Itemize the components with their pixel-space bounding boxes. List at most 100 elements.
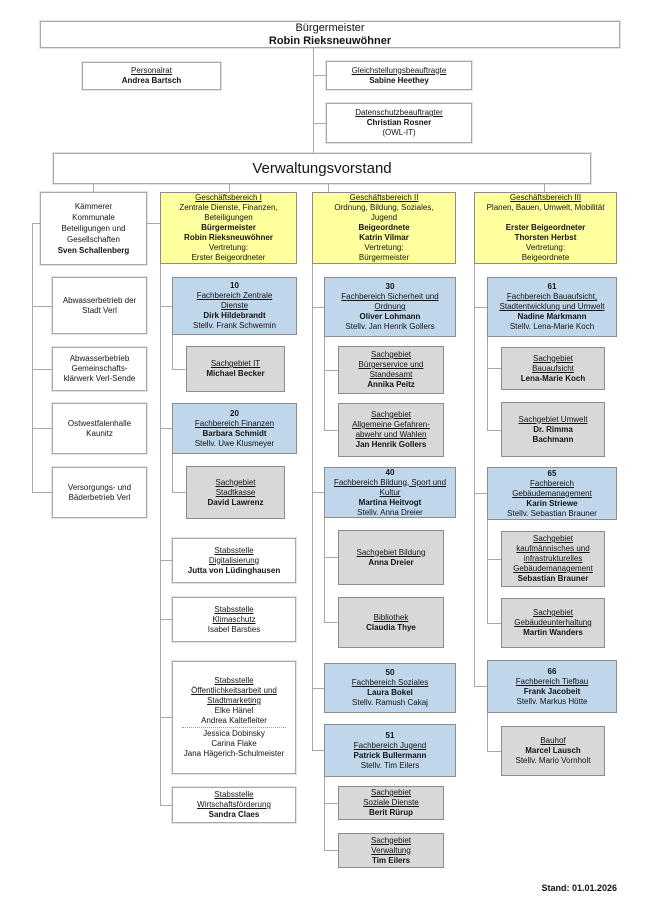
fb10-title1: Fachbereich Zentrale — [196, 291, 273, 300]
gleichstellung-title: Gleichstellungsbeauftragte — [351, 65, 447, 75]
connector-line — [474, 493, 487, 494]
st-digital-name: Jutta von Lüdinghausen — [187, 565, 281, 575]
connector-line — [324, 622, 338, 623]
box-datenschutzbeauftragter: Datenschutzbeauftragter Christian Rosner… — [326, 103, 472, 143]
sg-stadtkasse-title1: Sachgebiet — [215, 477, 256, 487]
box-fachbereich-66: 66 Fachbereich Tiefbau Frank Jacobeit St… — [487, 660, 617, 713]
fb66-num: 66 — [547, 666, 557, 676]
sg-buerger-title2: Bürgerservice und — [358, 360, 424, 369]
gb3-name: Thorsten Herbst — [514, 233, 577, 242]
fb30-title1: Fachbereich Sicherheit und — [341, 292, 439, 301]
connector-line — [487, 559, 501, 560]
fb40-stellv: Stellv. Anna Dreier — [357, 507, 423, 517]
connector-line — [312, 264, 313, 750]
box-geschaeftsbereich-3: Geschäftsbereich III Planen, Bauen, Umwe… — [474, 192, 617, 264]
gleichstellung-name: Sabine Heethey — [369, 75, 429, 85]
box-ostwestfalenhalle: Ostwestfalenhalle Kaunitz — [52, 403, 147, 454]
fb40-title2: Kultur — [379, 487, 401, 497]
fb30-name: Oliver Lohmann — [359, 312, 421, 321]
connector-line — [487, 368, 501, 369]
fb30-num: 30 — [385, 282, 395, 291]
fb65-num: 65 — [547, 468, 557, 478]
betrieb2-line2: Gemeinschafts- — [71, 364, 128, 373]
fb10-num: 10 — [230, 281, 239, 290]
connector-line — [160, 560, 172, 561]
sg-bildung-name: Anna Dreier — [368, 557, 414, 567]
fb65-name: Karin Striewe — [526, 498, 578, 508]
connector-line — [324, 777, 325, 850]
betrieb1-line2: Stadt Verl — [82, 305, 117, 315]
fb40-num: 40 — [385, 467, 395, 477]
personalrat-title: Personalrat — [131, 66, 172, 75]
st-digital-title2: Digitalisierung — [208, 555, 260, 565]
sg-bildung-title: Sachgebiet Bildung — [356, 547, 426, 557]
datenschutz-org: (OWL-IT) — [382, 128, 416, 137]
dotted-divider — [181, 727, 287, 728]
sg-umwelt-name2: Bachmann — [532, 434, 574, 444]
gb1-desc2: Beteiligungen — [204, 213, 253, 222]
bauhof-name: Marcel Lausch — [525, 746, 581, 755]
gb2-desc1: Ordnung, Bildung, Soziales, — [334, 203, 434, 212]
gb3-vertretung: Beigeordnete — [521, 253, 570, 262]
connector-line — [312, 688, 324, 689]
box-bauhof: Bauhof Marcel Lausch Stellv. Mario Vornh… — [501, 726, 605, 776]
bibliothek-name: Claudia Thye — [366, 622, 416, 632]
connector-line — [172, 492, 186, 493]
box-fachbereich-40: 40 Fachbereich Bildung, Sport und Kultur… — [324, 467, 456, 518]
box-stabsstelle-wirtschaftsfoerderung: Stabsstelle Wirtschaftsförderung Sandra … — [172, 787, 296, 823]
connector-line — [324, 337, 325, 430]
gb1-role: Bürgermeister — [201, 223, 256, 232]
st-klima-title1: Stabsstelle — [214, 604, 254, 614]
fb10-stellv: Stellv. Frank Schwemin — [193, 321, 276, 330]
gb1-name: Robin Rieksneuwöhner — [184, 233, 273, 242]
fb51-num: 51 — [385, 730, 395, 740]
kaemmerer-line2: Kommunale — [72, 213, 115, 222]
connector-line — [544, 184, 545, 192]
connector-line — [32, 223, 33, 492]
st-digital-title1: Stabsstelle — [214, 545, 254, 555]
connector-line — [474, 264, 475, 686]
st-oeff-title2: Öffentlichkeitsarbeit und — [191, 686, 277, 695]
sg-gebunt-name: Martin Wanders — [523, 628, 583, 637]
box-fachbereich-20: 20 Fachbereich Finanzen Barbara Schmidt … — [172, 403, 297, 454]
box-sachgebiet-bildung: Sachgebiet Bildung Anna Dreier — [338, 530, 444, 585]
fb65-title2: Gebäudemanagement — [512, 488, 592, 498]
betrieb4-line1: Versorgungs- und — [67, 482, 132, 492]
connector-line — [172, 335, 173, 369]
box-personalrat: Personalrat Andrea Bartsch — [82, 62, 221, 90]
box-sachgebiet-kaufm-gebaeudemanagement: Sachgebiet kaufmännisches und infrastruk… — [501, 531, 605, 587]
betrieb3-line2: Kaunitz — [86, 428, 113, 438]
betrieb4-line2: Bäderbetrieb Verl — [68, 492, 131, 502]
connector-line — [487, 430, 501, 431]
st-klima-title2: Klimaschutz — [212, 614, 256, 624]
box-gleichstellungsbeauftragte: Gleichstellungsbeauftragte Sabine Heethe… — [326, 61, 472, 90]
box-kaemmerer: Kämmerer Kommunale Beteiligungen und Ges… — [40, 192, 147, 265]
box-versorgungs-baederbetrieb: Versorgungs- und Bäderbetrieb Verl — [52, 467, 147, 518]
gb2-vertretung-label: Vertretung: — [364, 243, 404, 252]
sg-gebunt-title1: Sachgebiet — [532, 608, 574, 617]
fb30-title2: Ordnung — [374, 302, 406, 311]
box-fachbereich-10: 10 Fachbereich Zentrale Dienste Dirk Hil… — [172, 277, 297, 335]
sg-buerger-name: Annika Peitz — [367, 380, 415, 389]
connector-line — [32, 428, 52, 429]
fb61-stellv: Stellv. Lena-Marie Koch — [509, 322, 595, 331]
connector-line — [324, 370, 338, 371]
connector-line — [487, 520, 488, 623]
fb66-stellv: Stellv. Markus Hötte — [516, 696, 588, 706]
sg-bauaufsicht-title2: Bauaufsicht — [532, 363, 574, 373]
kaemmerer-line3: Beteiligungen und — [61, 224, 126, 233]
fb61-num: 61 — [547, 282, 557, 291]
connector-line — [313, 48, 314, 153]
connector-line — [312, 492, 324, 493]
connector-line — [160, 428, 172, 429]
st-klima-name: Isabel Barsties — [207, 624, 261, 634]
connector-line — [229, 184, 230, 192]
box-buergermeister: Bürgermeister Robin Rieksneuwöhner — [40, 21, 620, 48]
box-bibliothek: Bibliothek Claudia Thye — [338, 597, 444, 648]
connector-line — [474, 307, 487, 308]
connector-line — [172, 454, 173, 492]
gb2-desc2: Jugend — [370, 213, 398, 222]
sg-verwaltung-title2: Verwaltung — [371, 845, 411, 855]
sg-bauaufsicht-name: Lena-Marie Koch — [520, 373, 586, 383]
